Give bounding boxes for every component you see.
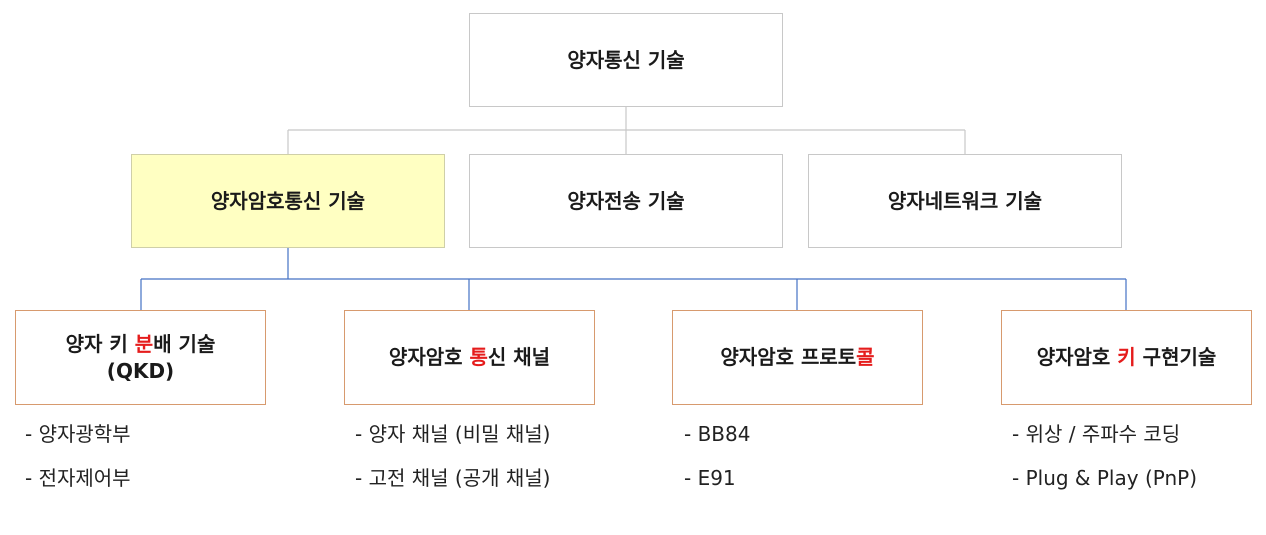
node-quantum-transmission: 양자전송 기술 — [469, 154, 783, 248]
list-qkd: - 양자광학부 - 전자제어부 — [25, 412, 131, 500]
node-label: 양자암호 키 구현기술 — [1037, 344, 1217, 371]
label-prefix: 양자암호 프로토 — [720, 345, 857, 369]
node-label: 양자암호 프로토콜 — [720, 344, 874, 371]
node-key-implementation: 양자암호 키 구현기술 — [1001, 310, 1252, 405]
node-label: 양자네트워크 기술 — [887, 188, 1043, 213]
list-key-impl: - 위상 / 주파수 코딩 - Plug & Play (PnP) — [1012, 412, 1197, 500]
label-highlight: 분 — [134, 331, 154, 356]
blue-connectors — [140, 248, 1127, 310]
label-highlight: 콜 — [856, 345, 875, 369]
list-item: - Plug & Play (PnP) — [1012, 466, 1197, 490]
label-suffix: 배 기술 — [153, 331, 216, 356]
gray-connectors — [287, 107, 966, 154]
node-quantum-network: 양자네트워크 기술 — [808, 154, 1122, 248]
node-qkd: 양자 키 분배 기술 (QKD) — [15, 310, 266, 405]
list-item: - 전자제어부 — [25, 466, 131, 490]
list-protocol: - BB84 - E91 — [684, 412, 750, 500]
label-line2: (QKD) — [106, 358, 175, 383]
node-crypto-channel: 양자암호 통신 채널 — [344, 310, 595, 405]
label-prefix: 양자암호 — [388, 345, 470, 369]
label-highlight: 통 — [469, 345, 488, 369]
label-highlight: 키 — [1117, 345, 1136, 369]
list-channel: - 양자 채널 (비밀 채널) - 고전 채널 (공개 채널) — [355, 412, 550, 500]
node-label: 양자 키 분배 기술 (QKD) — [66, 331, 216, 385]
node-label: 양자암호통신 기술 — [210, 188, 366, 213]
list-item: - 위상 / 주파수 코딩 — [1012, 422, 1181, 446]
list-item: - 양자 채널 (비밀 채널) — [355, 422, 551, 446]
list-item: - 양자광학부 — [25, 422, 131, 446]
label-suffix: 신 채널 — [487, 345, 551, 369]
label-suffix: 구현기술 — [1135, 345, 1217, 369]
list-item: - BB84 — [684, 422, 751, 446]
root-label: 양자통신 기술 — [567, 47, 685, 72]
list-item: - E91 — [684, 466, 736, 490]
node-quantum-crypto-comm: 양자암호통신 기술 — [131, 154, 445, 248]
node-label: 양자전송 기술 — [567, 188, 685, 213]
label-prefix: 양자암호 — [1036, 345, 1118, 369]
node-label: 양자암호 통신 채널 — [389, 344, 550, 371]
label-prefix: 양자 키 — [65, 331, 135, 356]
list-item: - 고전 채널 (공개 채널) — [355, 466, 551, 490]
root-node: 양자통신 기술 — [469, 13, 783, 107]
node-crypto-protocol: 양자암호 프로토콜 — [672, 310, 923, 405]
